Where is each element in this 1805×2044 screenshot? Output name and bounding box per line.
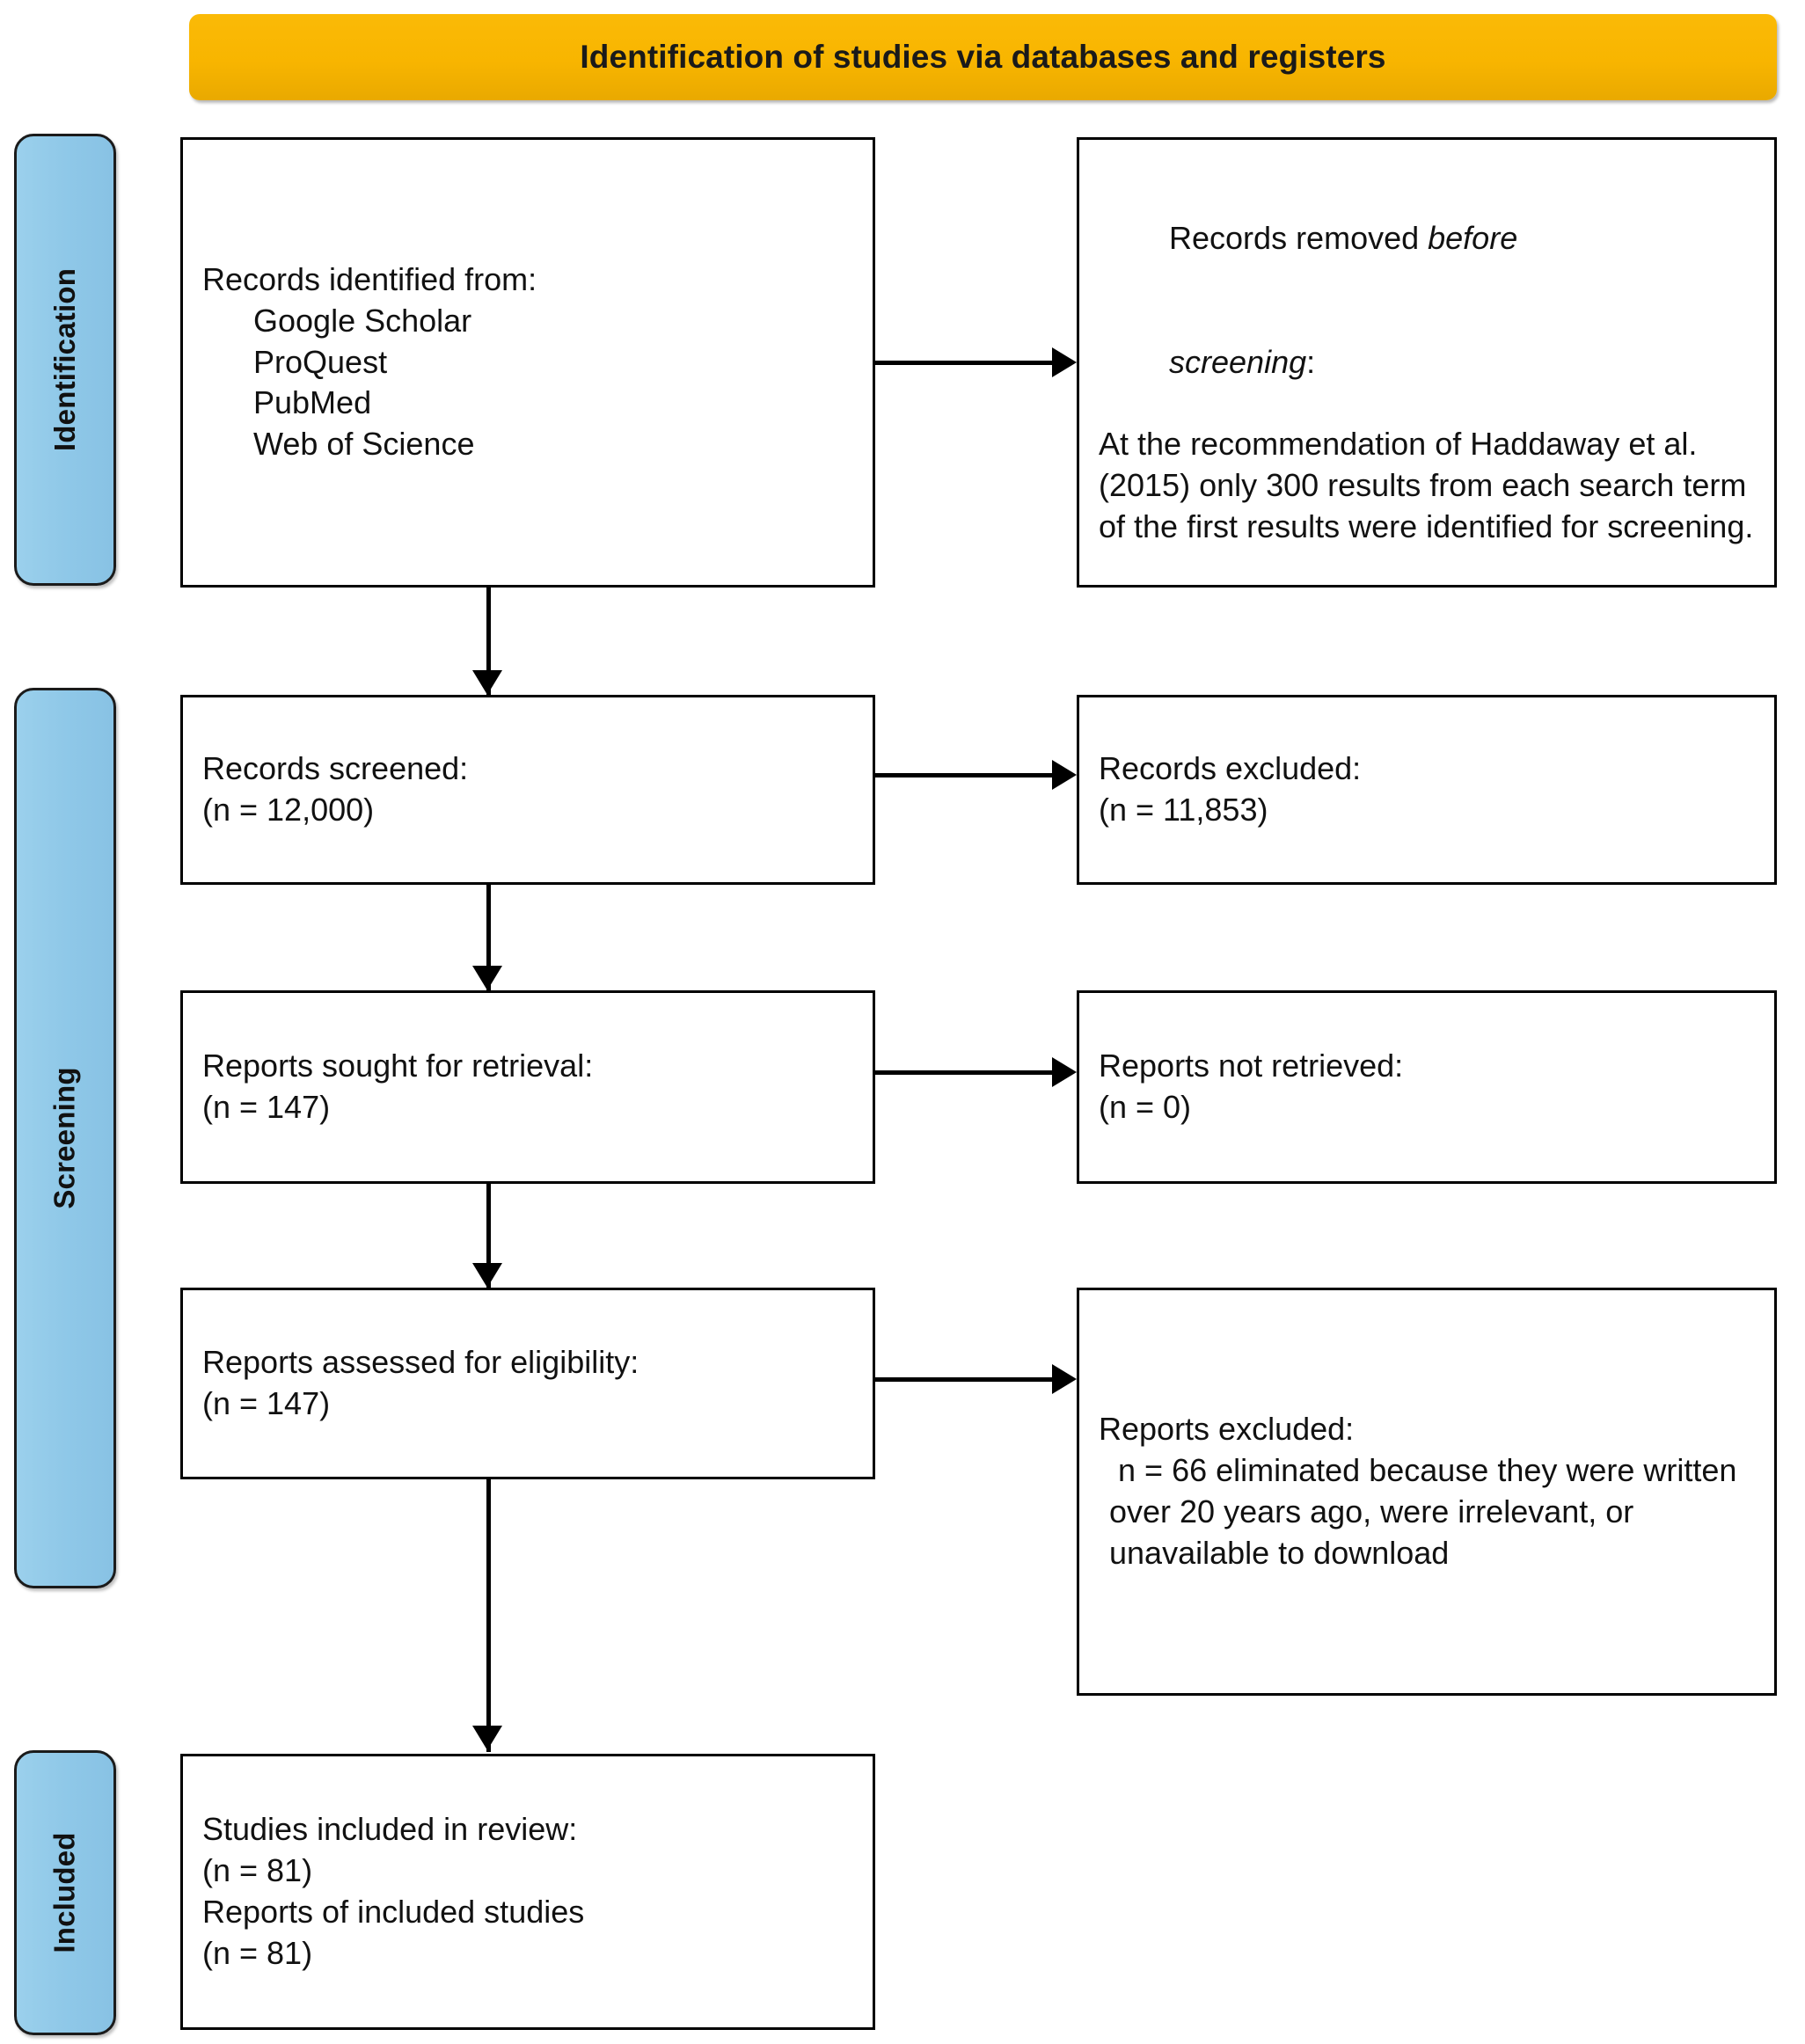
- reports-sought-heading: Reports sought for retrieval:: [202, 1048, 594, 1084]
- connector-identified-to-screened: [486, 588, 491, 695]
- box-records-excluded: Records excluded: (n = 11,853): [1077, 695, 1777, 885]
- connector-sought-to-assessed: [486, 1184, 491, 1288]
- studies-included-heading: Studies included in review:: [202, 1811, 578, 1848]
- reports-sought-count: (n = 147): [202, 1089, 331, 1125]
- arrowhead-sought-to-not-retrieved: [1052, 1057, 1077, 1087]
- reports-excluded-heading: Reports excluded:: [1099, 1411, 1355, 1448]
- records-removed-heading-italic-screening: screening: [1169, 343, 1307, 380]
- records-identified-source-4: Web of Science: [253, 426, 475, 463]
- arrowhead-screened-to-excluded: [1052, 760, 1077, 790]
- reports-not-retrieved-count: (n = 0): [1099, 1089, 1192, 1125]
- reports-excluded-body: n = 66 eliminated because they were writ…: [1109, 1452, 1746, 1571]
- stage-label-identification: Identification: [48, 267, 82, 452]
- connector-sought-to-not-retrieved: [875, 1070, 1052, 1075]
- records-identified-source-1: Google Scholar: [253, 302, 472, 339]
- stage-label-screening: Screening: [48, 1067, 82, 1209]
- box-records-screened: Records screened: (n = 12,000): [180, 695, 875, 885]
- arrowhead-identified-to-removed: [1052, 347, 1077, 377]
- reports-not-retrieved-heading: Reports not retrieved:: [1099, 1048, 1404, 1084]
- arrowhead-assessed-to-reports-excluded: [1052, 1364, 1077, 1394]
- records-removed-heading-italic-before: before: [1428, 220, 1518, 257]
- arrowhead-sought-to-assessed: [472, 1263, 502, 1288]
- records-identified-source-2: ProQuest: [253, 343, 388, 380]
- studies-included-count: (n = 81): [202, 1852, 313, 1889]
- connector-assessed-to-reports-excluded: [875, 1377, 1052, 1382]
- reports-of-included-studies-heading: Reports of included studies: [202, 1894, 585, 1930]
- box-reports-excluded: Reports excluded: n = 66 eliminated beca…: [1077, 1288, 1777, 1696]
- records-identified-heading: Records identified from:: [202, 261, 537, 297]
- box-records-removed-before-screening: Records removed before screening: At the…: [1077, 137, 1777, 588]
- box-records-identified: Records identified from: Google Scholar …: [180, 137, 875, 588]
- records-removed-body: At the recommendation of Haddaway et al.…: [1099, 426, 1756, 544]
- reports-of-included-studies-count: (n = 81): [202, 1934, 313, 1971]
- arrowhead-identified-to-screened: [472, 670, 502, 695]
- records-excluded-heading: Records excluded:: [1099, 750, 1362, 787]
- reports-assessed-count: (n = 147): [202, 1385, 331, 1421]
- box-reports-sought: Reports sought for retrieval: (n = 147): [180, 990, 875, 1184]
- arrowhead-screened-to-sought: [472, 966, 502, 990]
- connector-assessed-to-included: [486, 1479, 491, 1752]
- connector-identified-to-removed: [875, 361, 1052, 365]
- records-excluded-count: (n = 11,853): [1099, 792, 1268, 828]
- box-studies-included: Studies included in review: (n = 81) Rep…: [180, 1754, 875, 2030]
- records-screened-count: (n = 12,000): [202, 792, 375, 828]
- records-removed-heading: Records removed before: [1099, 177, 1755, 300]
- banner-title: Identification of studies via databases …: [580, 38, 1386, 75]
- connector-screened-to-sought: [486, 885, 491, 990]
- box-reports-not-retrieved: Reports not retrieved: (n = 0): [1077, 990, 1777, 1184]
- stage-included: Included: [14, 1750, 116, 2035]
- records-screened-heading: Records screened:: [202, 750, 469, 787]
- arrowhead-assessed-to-included: [472, 1726, 502, 1750]
- box-reports-assessed: Reports assessed for eligibility: (n = 1…: [180, 1288, 875, 1479]
- records-removed-heading-line2: screening:: [1099, 301, 1755, 424]
- reports-assessed-heading: Reports assessed for eligibility:: [202, 1344, 639, 1381]
- stage-screening: Screening: [14, 688, 116, 1588]
- records-identified-source-3: PubMed: [253, 384, 372, 421]
- diagram-banner: Identification of studies via databases …: [189, 14, 1777, 100]
- records-removed-heading-plain: Records removed: [1169, 220, 1429, 257]
- stage-label-included: Included: [48, 1832, 81, 1953]
- records-removed-heading-colon: :: [1306, 343, 1316, 380]
- connector-screened-to-excluded: [875, 773, 1052, 777]
- stage-identification: Identification: [14, 134, 116, 586]
